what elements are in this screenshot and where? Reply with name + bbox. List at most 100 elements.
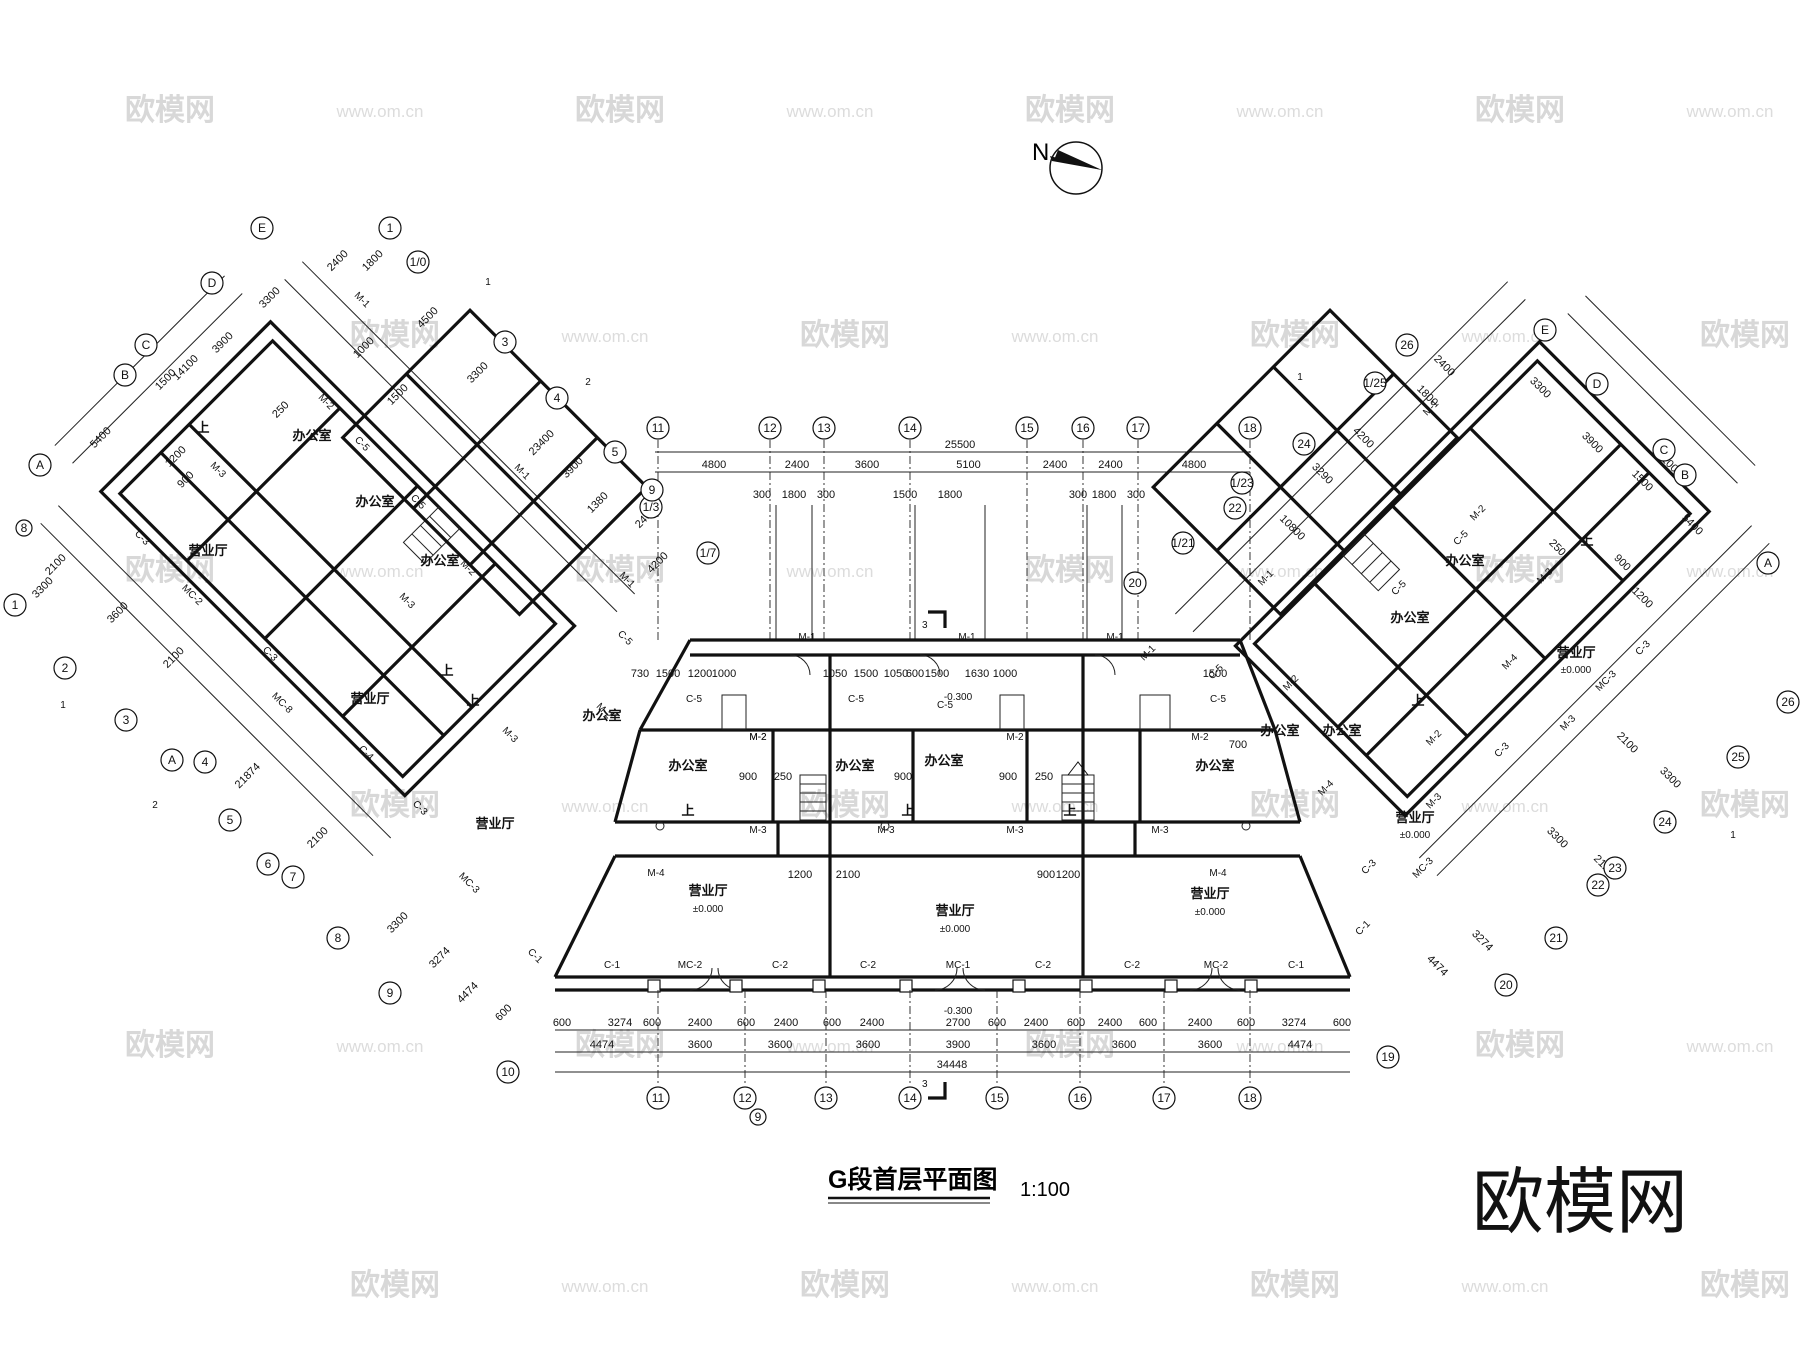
axis-number-9: 9 bbox=[387, 986, 394, 1000]
axis-number-20-bubble bbox=[1494, 973, 1518, 997]
watermark-url-17: www.om.cn bbox=[336, 562, 424, 581]
bottom-dim: 3274 bbox=[1282, 1017, 1306, 1029]
section-mark: 1 bbox=[1297, 372, 1303, 383]
axis-top-4-bubble bbox=[545, 386, 569, 410]
element-label: M-3 bbox=[1006, 825, 1024, 836]
index-mark: 8 bbox=[21, 521, 28, 535]
element-label: M-4 bbox=[1209, 868, 1227, 879]
bottom-axis-11-bubble bbox=[646, 1086, 670, 1110]
element-label: C-5 bbox=[1452, 528, 1471, 547]
axis-number-1-bubble bbox=[3, 593, 27, 617]
axis-number-23: 23 bbox=[1608, 861, 1622, 875]
interior-dim: 1050 bbox=[884, 668, 908, 680]
axis-letter-E-bubble bbox=[1533, 318, 1557, 342]
room-level: ±0.000 bbox=[940, 924, 971, 935]
door-sub-dim: 300 bbox=[1069, 489, 1087, 501]
interior-dim: 1500 bbox=[1203, 668, 1227, 680]
entry-level: -0.300 bbox=[944, 1006, 973, 1017]
door-sub-dim: 300 bbox=[1127, 489, 1145, 501]
index-mark-bubble bbox=[15, 519, 33, 537]
watermark-url-25: www.om.cn bbox=[561, 797, 649, 816]
dimension-text: 3300 bbox=[1544, 825, 1570, 851]
dimension-text: 2100 bbox=[43, 552, 69, 578]
axis-top-26: 26 bbox=[1400, 338, 1414, 352]
section-mark: 1 bbox=[1730, 830, 1736, 841]
top-axis-16: 16 bbox=[1076, 421, 1090, 435]
watermark-url-5: www.om.cn bbox=[1236, 102, 1324, 121]
axis-top-20-bubble bbox=[1123, 571, 1147, 595]
room-name: 办公室 bbox=[835, 758, 874, 773]
watermark-url-7: www.om.cn bbox=[1686, 102, 1774, 121]
watermark-url-41: www.om.cn bbox=[561, 1277, 649, 1296]
watermark-url-11: www.om.cn bbox=[1011, 327, 1099, 346]
bottom-dim: 2400 bbox=[688, 1017, 712, 1029]
axis-top-1: 1 bbox=[387, 221, 394, 235]
top-axis-15-bubble bbox=[1015, 416, 1039, 440]
element-label: M-1 bbox=[1106, 632, 1124, 643]
dimension-text: 3900 bbox=[560, 455, 586, 481]
axis-top-1/25-bubble bbox=[1363, 371, 1387, 395]
section-mark: 1 bbox=[485, 277, 491, 288]
room-name: 办公室 bbox=[355, 494, 394, 509]
section-mark-bottom: 3 bbox=[922, 1079, 928, 1090]
axis-top-5-bubble bbox=[603, 440, 627, 464]
bottom-axis-11: 11 bbox=[652, 1091, 665, 1105]
interior-dim: 1500 bbox=[925, 668, 949, 680]
bottom-axis-15: 15 bbox=[990, 1091, 1004, 1105]
bottom-axis-16-bubble bbox=[1068, 1086, 1092, 1110]
room-level: ±0.000 bbox=[693, 904, 724, 915]
axis-letter-B-bubble bbox=[1673, 463, 1697, 487]
dimension-text: 3274 bbox=[1469, 928, 1495, 954]
axis-number-24-bubble bbox=[1653, 810, 1677, 834]
interior-dim: 250 bbox=[1035, 771, 1053, 783]
bottom-dim: 3274 bbox=[608, 1017, 632, 1029]
top-axis-17-bubble bbox=[1126, 416, 1150, 440]
dimension-text: 3300 bbox=[1527, 375, 1553, 401]
axis-number-3: 3 bbox=[123, 713, 130, 727]
dimension-text: 3274 bbox=[427, 945, 453, 971]
watermark-text-2: 欧模网 bbox=[575, 94, 665, 127]
interior-dim: 900 bbox=[739, 771, 757, 783]
watermark-url-27: www.om.cn bbox=[1011, 797, 1099, 816]
dimension-text: 2400 bbox=[325, 248, 351, 274]
bottom-dim: 600 bbox=[737, 1017, 755, 1029]
watermark-url-9: www.om.cn bbox=[561, 327, 649, 346]
bottom-dim: 2400 bbox=[774, 1017, 798, 1029]
element-label: C-5 bbox=[848, 694, 865, 705]
axis-top-5: 5 bbox=[612, 445, 619, 459]
element-label: C-5 bbox=[937, 700, 954, 711]
axis-number-10: 10 bbox=[501, 1065, 515, 1079]
axis-number-2-bubble bbox=[53, 656, 77, 680]
axis-letter-A: A bbox=[36, 458, 44, 472]
title-block: G段首层平面图 1:100 bbox=[828, 1165, 1070, 1204]
element-label: M-3 bbox=[1151, 825, 1169, 836]
element-label: C-3 bbox=[260, 645, 279, 664]
bottom-axis-15-bubble bbox=[985, 1086, 1009, 1110]
axis-number-6-bubble bbox=[256, 852, 280, 876]
axis-letter-C-bubble bbox=[1652, 438, 1676, 462]
axis-letter-C: C bbox=[142, 338, 151, 352]
interior-dim: 1630 bbox=[965, 668, 989, 680]
dimension-text: 21874 bbox=[233, 761, 263, 791]
watermark-text-6: 欧模网 bbox=[1475, 94, 1565, 127]
stair-up-label: 上 bbox=[1580, 533, 1593, 548]
axis-top-3: 3 bbox=[502, 335, 509, 349]
dimension-text: 14100 bbox=[171, 353, 201, 383]
dimension-text: 2100 bbox=[161, 645, 187, 671]
axis-top-1/3: 1/3 bbox=[643, 500, 660, 514]
stair-up-label: 上 bbox=[466, 693, 479, 708]
interior-dim: 1500 bbox=[656, 668, 680, 680]
watermark-url-43: www.om.cn bbox=[1011, 1277, 1099, 1296]
element-label: M-1 bbox=[1138, 643, 1158, 663]
axis-number-20: 20 bbox=[1499, 978, 1513, 992]
interior-dim: 600 bbox=[906, 668, 924, 680]
